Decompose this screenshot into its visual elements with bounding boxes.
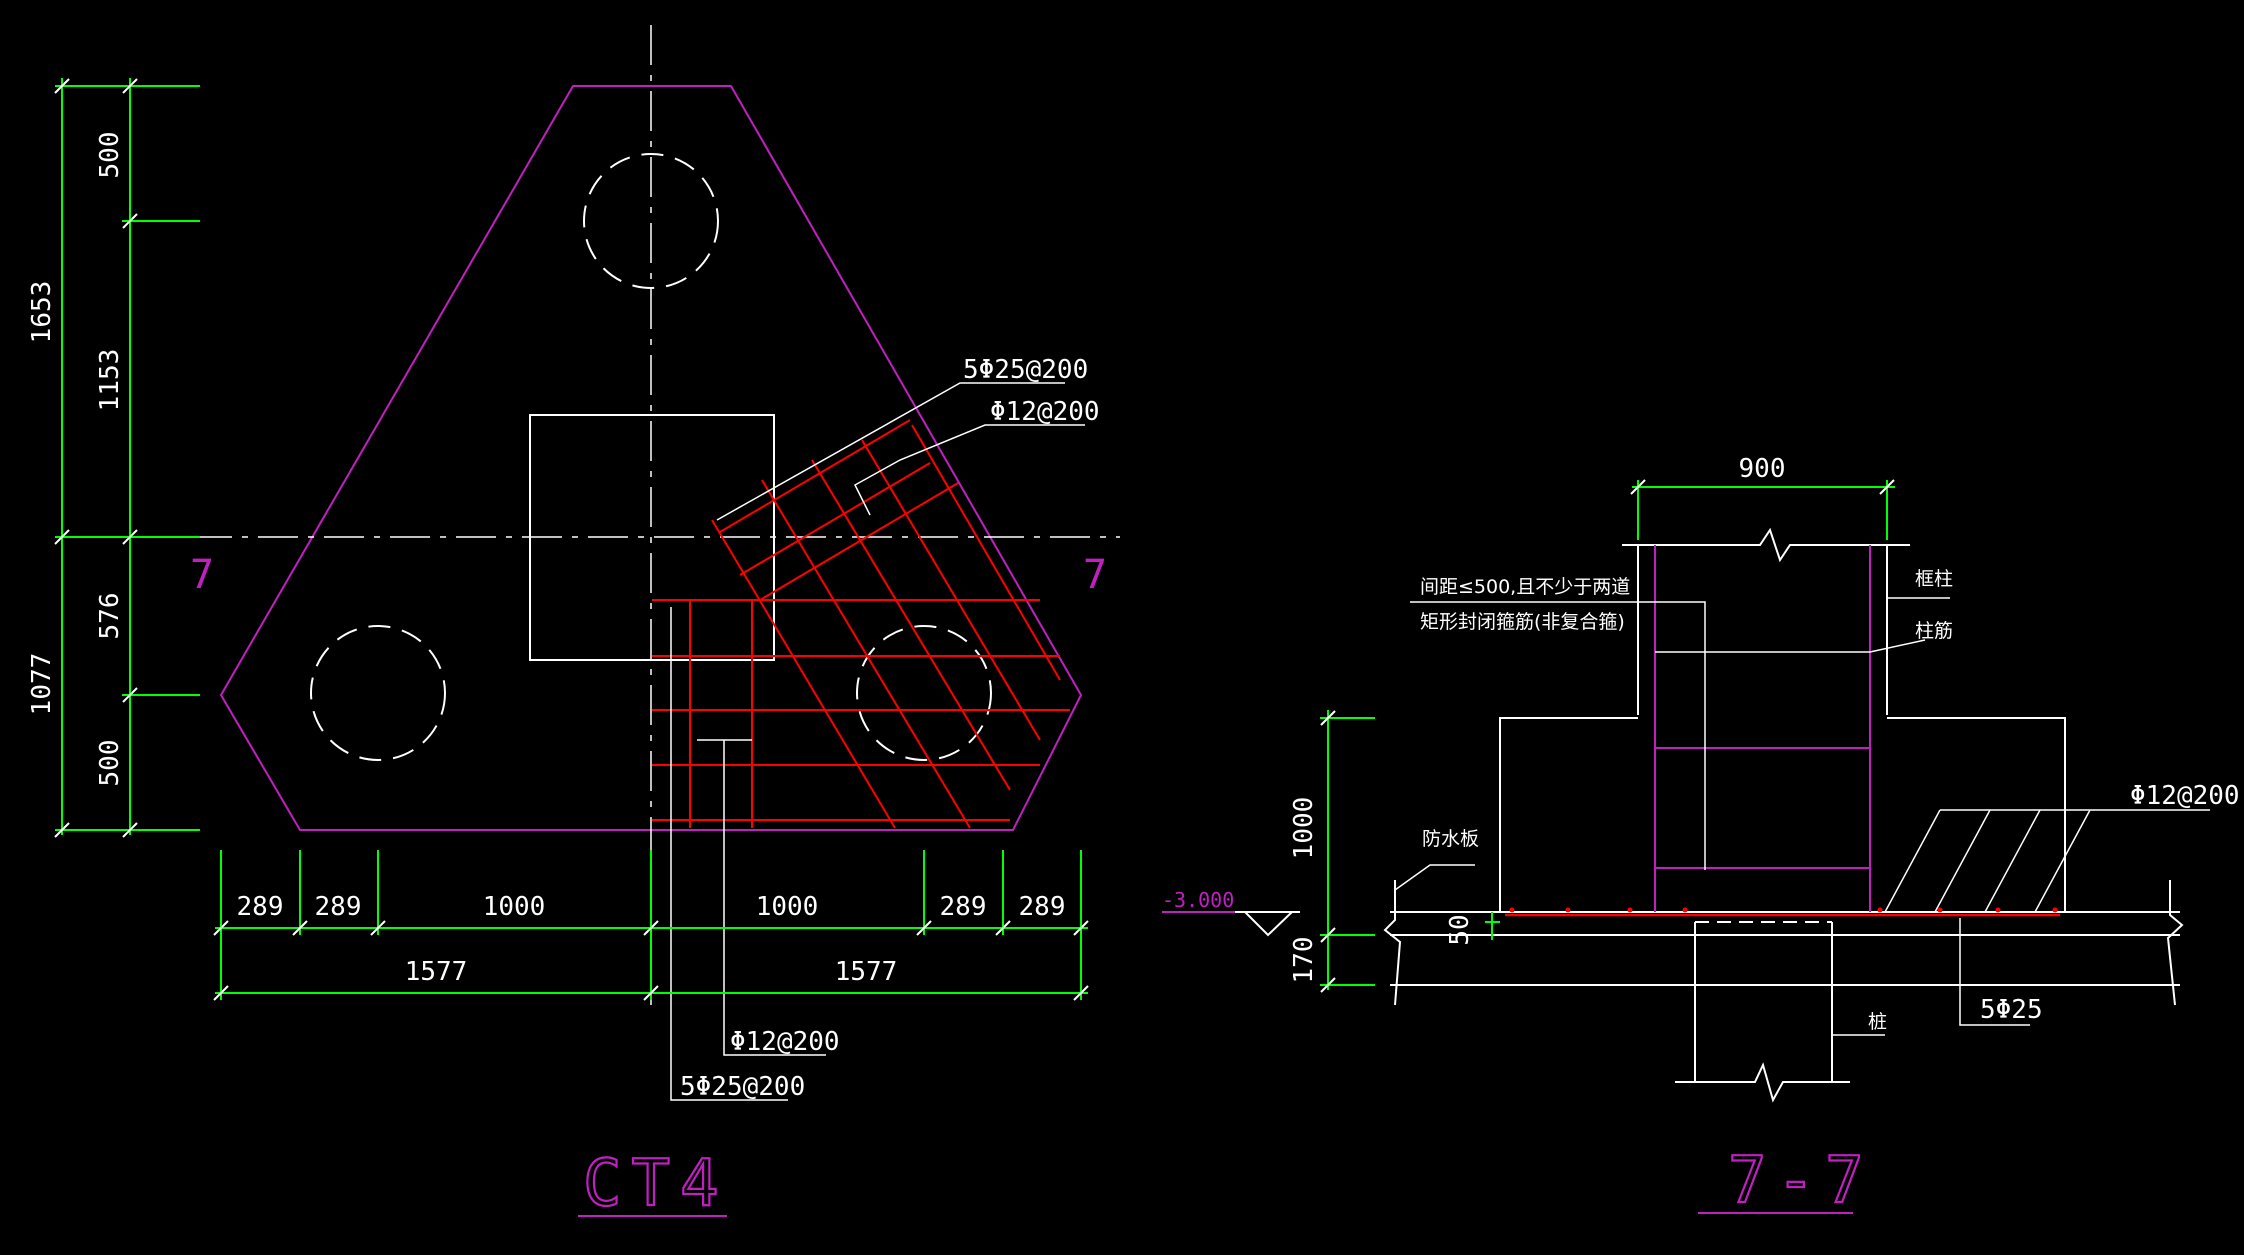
section-mark-left: 7 bbox=[190, 552, 214, 598]
left-dimension-lines bbox=[55, 78, 200, 835]
rebar-group bbox=[652, 419, 1070, 829]
dim-900: 900 bbox=[1739, 454, 1786, 484]
dim-1653: 1653 bbox=[27, 281, 57, 344]
section-column-outline bbox=[1383, 527, 2184, 1103]
dim-1153: 1153 bbox=[95, 349, 125, 412]
bottom-dimension-ticks bbox=[213, 920, 1089, 1001]
label-phi12-diag: Φ12@200 bbox=[990, 397, 1100, 427]
dim-1000-right: 1000 bbox=[756, 892, 819, 922]
section-width-dim bbox=[1632, 480, 1895, 540]
dim-1000-left: 1000 bbox=[483, 892, 546, 922]
dim-50: 50 bbox=[1445, 914, 1475, 945]
label-frame-column: 框柱 bbox=[1915, 568, 1953, 590]
dim-289-e: 289 bbox=[940, 892, 987, 922]
label-bottom-bar: 5Φ25 bbox=[1980, 995, 2043, 1025]
dim-500-top: 500 bbox=[95, 132, 125, 179]
note-stirrup-line1: 间距≤500,且不少于两道 bbox=[1420, 576, 1630, 598]
section-leaders bbox=[1394, 597, 2030, 1036]
pile-right bbox=[856, 625, 992, 761]
label-phi12-horiz: Φ12@200 bbox=[730, 1027, 840, 1057]
section-height-ticks bbox=[1320, 710, 1336, 993]
section-view: 900 1000 170 50 -3.000 间距≤500,且不少于两道 矩形封… bbox=[1162, 454, 2240, 1219]
elevation-symbol bbox=[1162, 911, 1300, 937]
label-5phi25-horiz: 5Φ25@200 bbox=[680, 1072, 805, 1102]
section-top-bar-hatch bbox=[1884, 809, 2210, 913]
dim-1077: 1077 bbox=[27, 653, 57, 716]
dim-500-bottom: 500 bbox=[95, 740, 125, 787]
dim-1000-section: 1000 bbox=[1289, 797, 1319, 860]
dim-1577-left: 1577 bbox=[405, 957, 468, 987]
plan-view: 5Φ25@200 Φ12@200 Φ12@200 5Φ25@200 7 7 5 bbox=[27, 25, 1120, 1222]
dim-289-f: 289 bbox=[1019, 892, 1066, 922]
left-dimension-ticks bbox=[54, 78, 138, 838]
dim-289-b: 289 bbox=[315, 892, 362, 922]
label-waterproof-slab: 防水板 bbox=[1422, 828, 1479, 850]
section-height-dim bbox=[1320, 710, 1500, 990]
column-outline bbox=[529, 414, 775, 661]
section-title: 7-7 bbox=[1728, 1144, 1874, 1218]
elevation-label: -3.000 bbox=[1162, 888, 1234, 912]
dim-289-a: 289 bbox=[237, 892, 284, 922]
plan-title: CT4 bbox=[583, 1147, 729, 1221]
dim-576: 576 bbox=[95, 593, 125, 640]
section-width-ticks bbox=[1630, 479, 1895, 495]
pile-cap-outline bbox=[219, 85, 1083, 831]
section-column-rebar bbox=[1654, 545, 1871, 912]
label-column-bar: 柱筋 bbox=[1915, 620, 1953, 642]
dim-1577-right: 1577 bbox=[835, 957, 898, 987]
plan-leaders bbox=[670, 382, 1085, 1101]
pile-left bbox=[310, 625, 446, 761]
bottom-dimension-lines bbox=[215, 850, 1088, 1000]
dim-170: 170 bbox=[1289, 937, 1319, 984]
label-top-bar: Φ12@200 bbox=[2130, 781, 2240, 811]
note-stirrup-line2: 矩形封闭箍筋(非复合箍) bbox=[1420, 611, 1625, 633]
label-5phi25-diag: 5Φ25@200 bbox=[963, 355, 1088, 385]
label-pile: 桩 bbox=[1868, 1011, 1887, 1033]
pile-top bbox=[583, 153, 719, 289]
section-mark-right: 7 bbox=[1083, 552, 1107, 598]
section-bottom-rebar bbox=[1505, 907, 2060, 917]
